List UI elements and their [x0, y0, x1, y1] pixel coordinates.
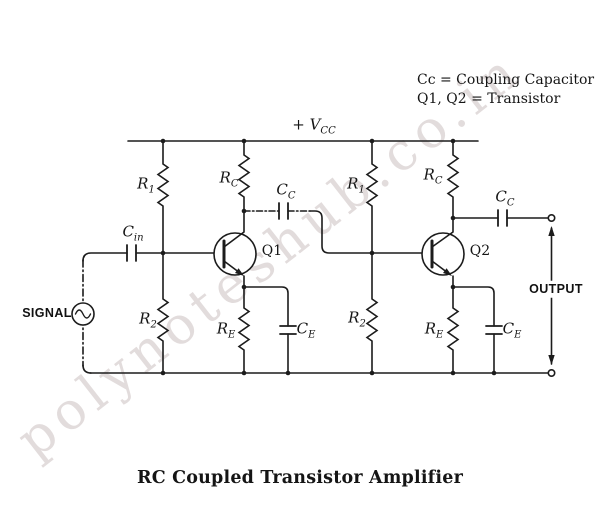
- resistor-re-stage1: [237, 286, 251, 374]
- label-r2-stage2: R2: [348, 308, 366, 330]
- resistor-rc-stage1: [237, 140, 251, 212]
- circuit-diagram: polynoteshub.co.in: [6, 40, 594, 488]
- q2-emitter-arrow-icon: [443, 268, 452, 276]
- label-ce-stage2: CE: [502, 319, 522, 341]
- resistor-r1-stage2: [365, 140, 379, 254]
- junction-dots: [160, 138, 497, 376]
- label-ce-stage1: CE: [296, 319, 316, 341]
- arrow-down-icon: [548, 355, 555, 365]
- signal-bottom-wire: [82, 364, 92, 374]
- emitter-branch-stage1: [243, 286, 289, 327]
- sine-wave-icon: [74, 309, 92, 319]
- legend-line-cc: Cc = Coupling Capacitor: [417, 72, 595, 88]
- capacitor-cc-stage1-icon: [278, 202, 289, 220]
- signal-top-wire: [82, 252, 128, 262]
- label-r1-stage1: R1: [137, 174, 155, 196]
- label-r2-stage1: R2: [139, 309, 157, 331]
- output-terminal-top-icon: [547, 214, 556, 223]
- q1-emitter-arrow-icon: [235, 268, 244, 276]
- page-title: RC Coupled Transistor Amplifier: [136, 468, 464, 488]
- capacitor-ce-stage1-icon: [279, 325, 297, 335]
- capacitor-cin-icon: [126, 244, 137, 262]
- emitter-branch-stage2: [452, 286, 495, 327]
- resistor-re-stage2: [446, 286, 460, 374]
- label-q1: Q1: [261, 243, 283, 259]
- circuit-schematic: [71, 138, 556, 377]
- legend-line-q: Q1, Q2 = Transistor: [417, 91, 561, 107]
- label-r1-stage2: R1: [347, 174, 365, 196]
- resistor-r1-stage1: [156, 140, 170, 254]
- label-vcc: + VCC: [292, 115, 336, 137]
- output-label: OUTPUT: [527, 280, 585, 298]
- resistor-r2-stage2: [365, 252, 379, 374]
- resistor-rc-stage2: [446, 140, 460, 219]
- signal-label: SIGNAL: [22, 305, 72, 320]
- label-cc-stage1: CC: [276, 180, 296, 202]
- output-terminal-bottom-icon: [547, 368, 556, 377]
- label-re-stage2: RE: [424, 319, 444, 341]
- resistor-r2-stage1: [156, 252, 170, 374]
- arrow-up-icon: [548, 226, 555, 236]
- label-rc-stage1: RC: [219, 168, 239, 190]
- label-cin: Cin: [122, 222, 144, 244]
- label-cc-stage2: CC: [495, 187, 515, 209]
- label-q2: Q2: [469, 243, 491, 259]
- coupling-wire-to-q2: [309, 210, 373, 254]
- label-re-stage1: RE: [216, 319, 236, 341]
- label-rc-stage2: RC: [423, 165, 443, 187]
- q2-collector-wire: [431, 217, 454, 248]
- legend: Cc = Coupling Capacitor Q1, Q2 = Transis…: [417, 71, 594, 109]
- capacitor-ce-stage2-icon: [485, 325, 503, 335]
- capacitor-cc-stage2-icon: [497, 209, 508, 227]
- q1-collector-wire: [223, 210, 245, 248]
